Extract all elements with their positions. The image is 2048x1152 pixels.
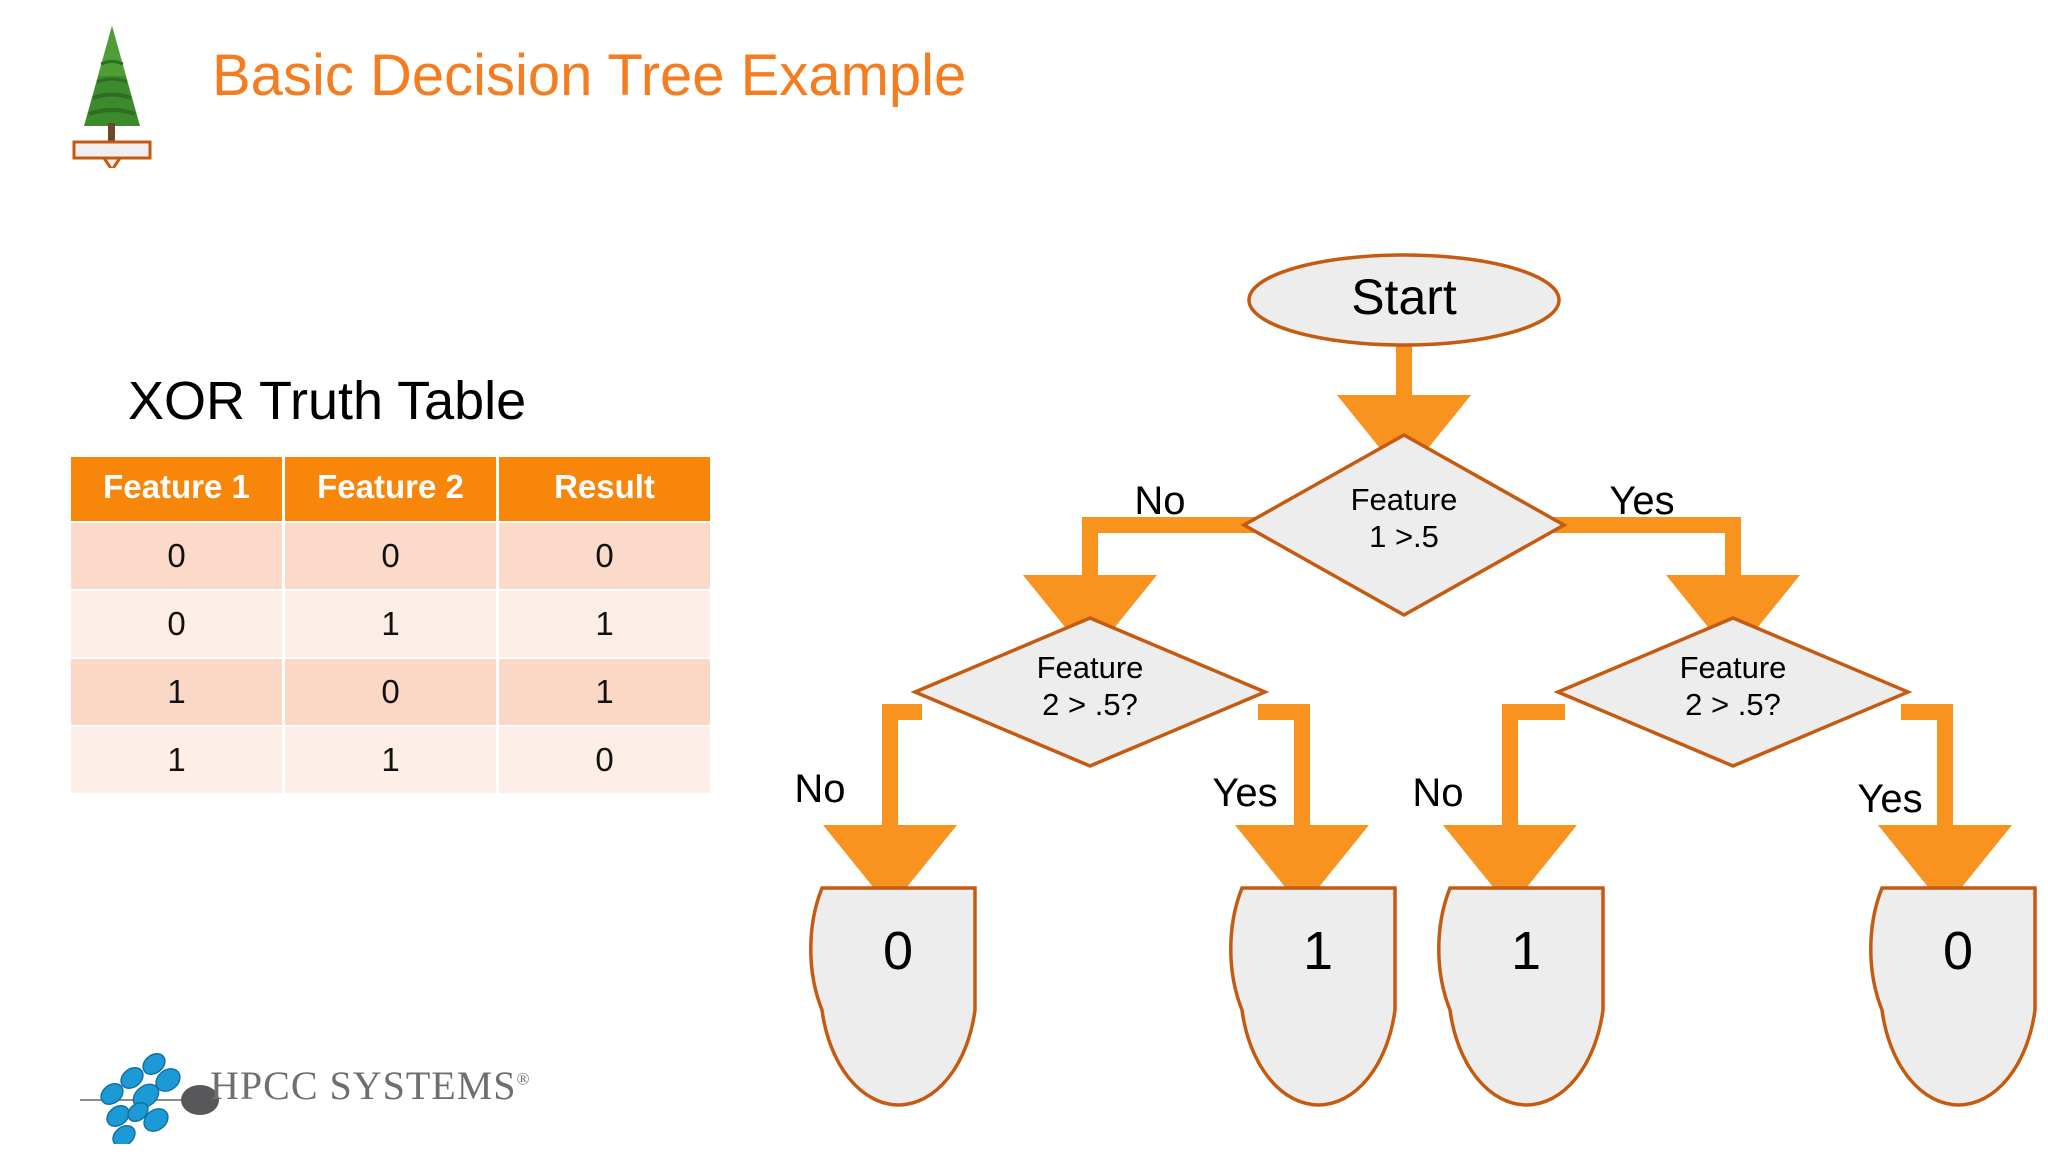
registered-mark: ® <box>516 1069 531 1089</box>
decision-tree-logo <box>72 26 152 168</box>
hpcc-logo-icon <box>80 1053 219 1144</box>
edge-label-left-no: No <box>794 767 846 811</box>
column-header-result: Result <box>499 457 710 522</box>
cell-result: 1 <box>499 591 710 658</box>
edge-label-right-yes: Yes <box>1857 777 1923 821</box>
cell-result: 1 <box>499 659 710 726</box>
cell-result: 0 <box>499 523 710 590</box>
table-header-row: Feature 1 Feature 2 Result <box>71 457 710 522</box>
edge-label-left-yes: Yes <box>1212 771 1278 815</box>
tree-stripe-icon <box>96 77 128 84</box>
connector-root-yes <box>1549 517 1801 658</box>
node-root-decision-label: Feature 1 >.5 <box>1350 482 1458 554</box>
logo-dot-cluster-icon <box>100 1053 181 1144</box>
table-row: 0 1 1 <box>71 591 710 658</box>
cell-feature-2: 0 <box>285 659 496 726</box>
node-leaf-1-right-label: 1 <box>1510 921 1542 981</box>
hpcc-wordmark: HPCC SYSTEMS® <box>210 1062 530 1109</box>
column-header-feature-1: Feature 1 <box>71 457 282 522</box>
node-leaf-0-right-label: 0 <box>1942 921 1974 981</box>
logo-arrow-icon <box>102 156 122 168</box>
cell-result: 0 <box>499 727 710 794</box>
logo-hub-icon <box>181 1085 219 1115</box>
cell-feature-1: 1 <box>71 659 282 726</box>
page-title: Basic Decision Tree Example <box>212 43 967 108</box>
connector-left-no <box>822 704 958 908</box>
table-row: 1 1 0 <box>71 727 710 794</box>
cell-feature-1: 0 <box>71 523 282 590</box>
truth-table-title: XOR Truth Table <box>128 371 527 431</box>
node-right-decision-label: Feature 2 > .5? <box>1679 650 1787 722</box>
hpcc-brand-text: HPCC SYSTEMS <box>210 1063 517 1108</box>
edge-label-root-yes: Yes <box>1609 479 1675 523</box>
cell-feature-2: 0 <box>285 523 496 590</box>
xor-truth-table: Feature 1 Feature 2 Result 0 0 0 0 1 1 1… <box>68 455 713 795</box>
node-leaf-0-left-label: 0 <box>882 921 914 981</box>
tree-canopy-highlight-icon <box>98 26 126 76</box>
tree-trunk-icon <box>108 123 115 141</box>
tree-stripe-icon <box>92 92 132 100</box>
connector-root-no <box>1022 517 1259 658</box>
edge-label-right-no: No <box>1412 771 1464 815</box>
tree-stripe-icon <box>100 60 124 66</box>
cell-feature-1: 0 <box>71 591 282 658</box>
logo-box-icon <box>72 140 152 160</box>
cell-feature-2: 1 <box>285 591 496 658</box>
table-row: 0 0 0 <box>71 523 710 590</box>
cell-feature-2: 1 <box>285 727 496 794</box>
table-row: 1 0 1 <box>71 659 710 726</box>
edge-label-root-no: No <box>1134 479 1186 523</box>
cell-feature-1: 1 <box>71 727 282 794</box>
node-leaf-1-left-label: 1 <box>1302 921 1334 981</box>
connector-right-no <box>1442 704 1578 908</box>
column-header-feature-2: Feature 2 <box>285 457 496 522</box>
tree-stripe-icon <box>88 108 136 116</box>
node-left-decision-label: Feature 2 > .5? <box>1036 650 1144 722</box>
node-start-label: Start <box>1351 269 1457 325</box>
